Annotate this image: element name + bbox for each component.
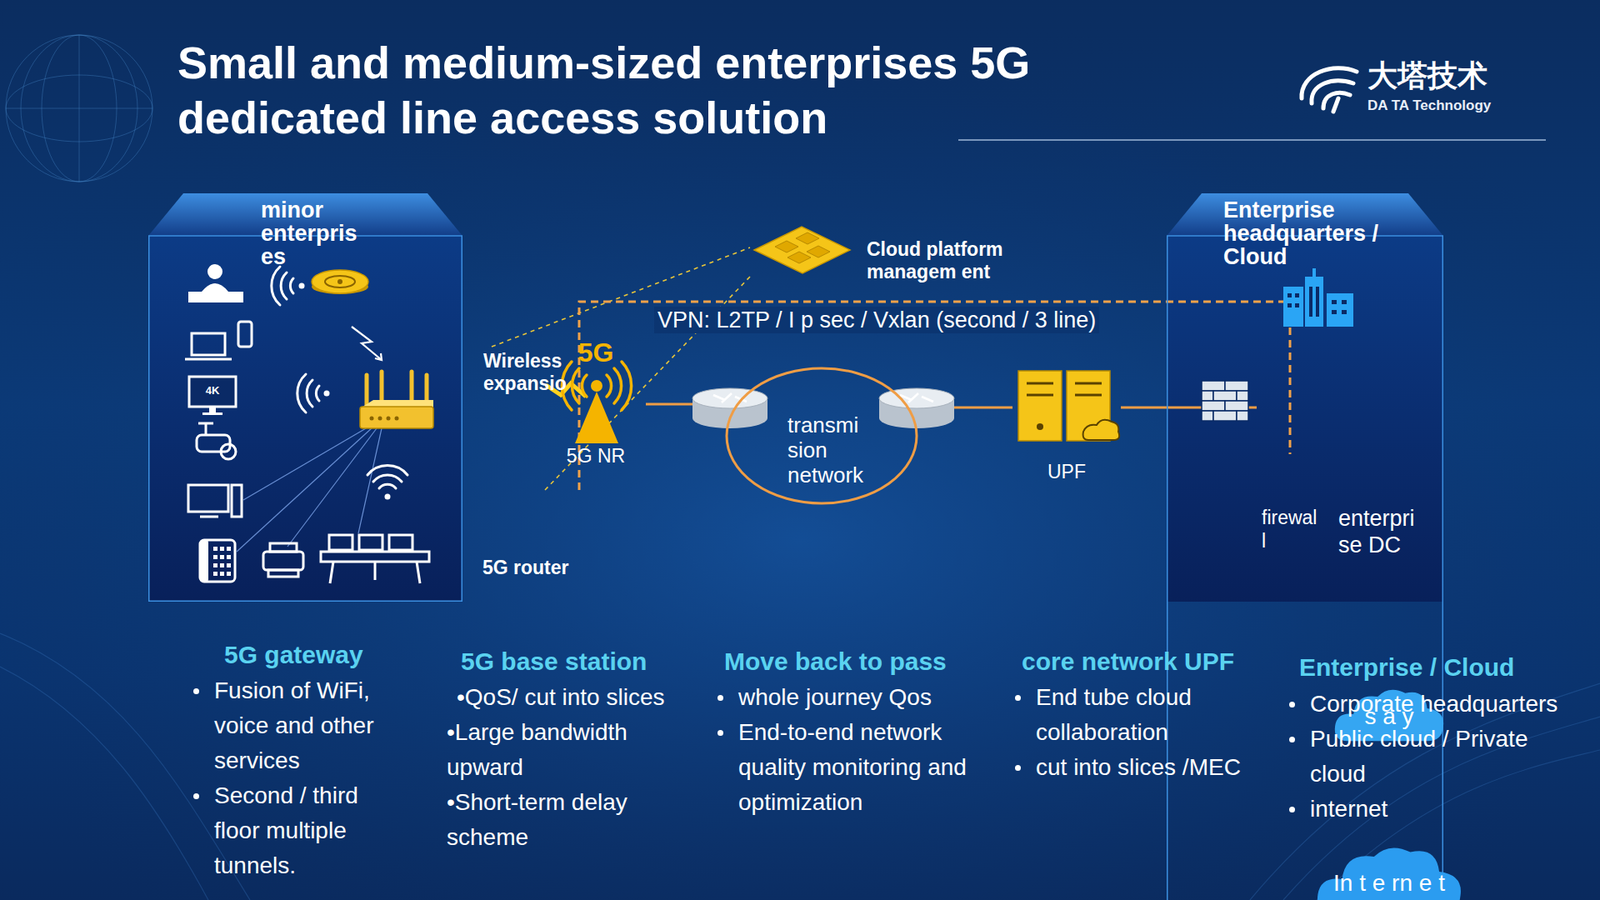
bullet-dot [717, 695, 724, 701]
firewall-node: firewal l [1256, 454, 1324, 553]
bullet-text: Corporate headquarters [1310, 686, 1560, 722]
device-label: 5G NR [545, 444, 646, 468]
upf-server-icon [1018, 370, 1120, 441]
panel-border [1167, 235, 1444, 900]
device-label: firewal l [1261, 505, 1322, 553]
device-label: UPF [1012, 460, 1121, 484]
dashed-link [579, 301, 1290, 490]
panel-fill [1166, 235, 1444, 602]
title-rule [958, 139, 1546, 141]
upf-node: UPF [1012, 366, 1121, 484]
edge-label: VPN: L2TP / I p sec / Vxlan (second / 3 … [654, 306, 1100, 334]
bullet-dot [1289, 806, 1295, 813]
device-label: Cloud platform managem ent [866, 238, 1017, 284]
bullet-dot [193, 688, 200, 695]
column-heading: 5G gateway [224, 638, 364, 672]
bullet-text: Fusion of WiFi, voice and other services [214, 673, 402, 779]
panel-border [149, 235, 463, 601]
device-label: 5G [545, 337, 646, 368]
bullet-text: internet [1310, 791, 1560, 827]
bullet-text: Public cloud / Private cloud [1310, 721, 1560, 792]
bullet-text: •Short-term delay scheme [446, 785, 705, 855]
enterprise-panel: minor enterpris esWireless expansio5G ro… [148, 193, 463, 602]
core-router-icon [879, 388, 955, 429]
wireless-node: Wireless expansio [483, 346, 577, 395]
ring-outline [726, 368, 917, 504]
panel-heading: minor enterpris es [260, 198, 388, 269]
5g-router-icon [360, 371, 434, 429]
desktop-icon [188, 485, 242, 517]
device-links [236, 425, 382, 552]
panel-fill [148, 235, 463, 602]
transmission-ring: transmi sion network [725, 366, 919, 505]
desk-phone-icon [200, 540, 235, 582]
column-heading: 5G base station [460, 645, 647, 679]
router-node: 5G router [469, 490, 586, 580]
datacenter-icon [1283, 268, 1354, 327]
wifi-icon [367, 465, 408, 500]
slide-title: Small and medium-sized enterprises 5G de… [177, 35, 1061, 145]
core-router-icon [692, 388, 768, 429]
panel-heading: Enterprise headquarters / Cloud [1223, 198, 1403, 269]
bullet-dot [1289, 736, 1295, 743]
printer-icon [263, 543, 304, 577]
cloud-label: In t e rn e t [1313, 870, 1465, 897]
bullet-dot [1015, 695, 1021, 701]
wifi-icon [297, 374, 330, 413]
wireless-expansion-icon [311, 270, 369, 295]
logo-subtext: DA TA Technology [1367, 97, 1491, 115]
boss-icon [188, 264, 244, 303]
device-label: 5G router [482, 556, 586, 580]
bullet-dot [193, 793, 200, 800]
globe-decoration [5, 35, 153, 182]
bullet-text: Second / third floor multiple tunnels. [214, 778, 402, 884]
bullet-text: cut into slices /MEC [1035, 750, 1274, 785]
monitor-icon [189, 376, 236, 415]
bullet-text: End tube cloud collaboration [1035, 680, 1274, 750]
cloud-platform-node: Cloud platform managem ent [750, 218, 1017, 284]
headquarters-panel: Enterprise headquarters / Cloud firewal l… [1166, 193, 1444, 900]
bullet-text: End-to-end network quality monitoring an… [738, 715, 980, 820]
panel-shape [148, 193, 463, 602]
firewall-icon [1201, 380, 1249, 421]
conference-icon [320, 535, 430, 584]
wifi-icon [271, 266, 305, 305]
bullet-text: •QoS/ cut into slices [456, 680, 707, 715]
device-label: enterpri se DC [1338, 505, 1432, 559]
bullet-dot [1015, 765, 1021, 771]
screen-label: 4K [195, 384, 230, 398]
bullet-text: •Large bandwidth upward [446, 715, 705, 785]
5g-tower-icon [561, 361, 631, 444]
datacenter-node: enterpri se DC [1331, 448, 1434, 559]
column-heading: core network UPF [1021, 645, 1235, 679]
bullet-text: whole journey Qos [738, 680, 980, 715]
bullet-dot [717, 730, 724, 736]
laptop-icon [185, 321, 252, 360]
column-heading: Enterprise / Cloud [1299, 650, 1515, 685]
signal-bolt-icon [351, 326, 382, 360]
cloud-platform-icon [754, 226, 850, 274]
column-heading: Move back to pass [724, 645, 947, 679]
cloud-node: In t e rn e t [1313, 841, 1465, 900]
panel-shape [1166, 193, 1444, 900]
logo-mark [1301, 68, 1357, 112]
logo-text: 大塔技术 [1367, 58, 1488, 94]
device-label: Wireless expansio [483, 350, 577, 395]
base-station-node: 5G 5G NR [545, 337, 646, 468]
ring-label: transmi sion network [787, 412, 881, 488]
bullet-dot [1289, 701, 1295, 708]
camera-icon [196, 423, 236, 460]
